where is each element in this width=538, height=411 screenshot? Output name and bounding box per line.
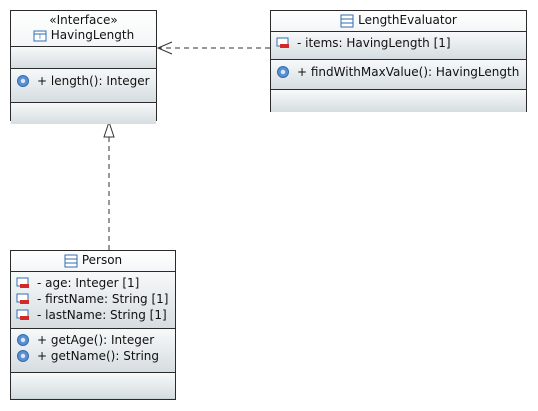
class-name: HavingLength [50,28,135,42]
public-operation-icon [276,65,290,79]
class-name: LengthEvaluator [358,13,457,27]
extra-compartment [271,90,526,112]
private-attribute-icon [16,308,30,322]
interface-icon: I [33,29,47,43]
attribute-row[interactable]: - firstName: String [1] [16,291,170,307]
private-attribute-icon [16,276,30,290]
class-header: Person [11,251,175,272]
operation-text: + findWithMaxValue(): HavingLength [297,65,520,79]
public-operation-icon [16,349,30,363]
public-operation-icon [16,333,30,347]
attributes-compartment [11,47,156,69]
attributes-compartment: - items: HavingLength [1] [271,32,526,60]
operation-row[interactable]: + getName(): String [16,348,170,364]
private-attribute-icon [16,292,30,306]
operation-row[interactable]: + getAge(): Integer [16,332,170,348]
attribute-text: - lastName: String [1] [37,308,167,322]
operations-compartment: + findWithMaxValue(): HavingLength [271,60,526,90]
class-header: LengthEvaluator [271,11,526,32]
extra-compartment [11,373,175,398]
attribute-text: - firstName: String [1] [37,292,169,306]
attribute-row[interactable]: - items: HavingLength [1] [276,35,521,51]
operation-text: + getAge(): Integer [37,333,155,347]
class-icon [64,254,78,268]
class-name: Person [81,253,123,267]
class-icon [340,14,354,28]
attribute-text: - items: HavingLength [1] [297,36,451,50]
operation-text: + getName(): String [37,349,160,363]
private-attribute-icon [276,36,290,50]
class-length-evaluator[interactable]: LengthEvaluator - items: HavingLength [1… [270,10,527,112]
class-person[interactable]: Person - age: Integer [1] - firstName: S… [10,250,176,400]
operation-row[interactable]: + length(): Integer [16,73,151,89]
class-having-length[interactable]: «Interface» I HavingLength + length(): I… [10,10,157,124]
attribute-text: - age: Integer [1] [37,276,140,290]
attribute-row[interactable]: - age: Integer [1] [16,275,170,291]
stereotype-label: «Interface» [49,13,118,27]
svg-text:I: I [39,33,41,41]
extra-compartment [11,103,156,124]
attributes-compartment: - age: Integer [1] - firstName: String [… [11,272,175,329]
operations-compartment: + getAge(): Integer + getName(): String [11,329,175,373]
public-operation-icon [16,74,30,88]
attribute-row[interactable]: - lastName: String [1] [16,307,170,323]
class-header: «Interface» I HavingLength [11,11,156,47]
realization-arrowhead [103,120,115,138]
operation-row[interactable]: + findWithMaxValue(): HavingLength [276,64,521,80]
operations-compartment: + length(): Integer [11,69,156,103]
operation-text: + length(): Integer [37,74,150,88]
dependency-arrowhead [156,41,173,55]
